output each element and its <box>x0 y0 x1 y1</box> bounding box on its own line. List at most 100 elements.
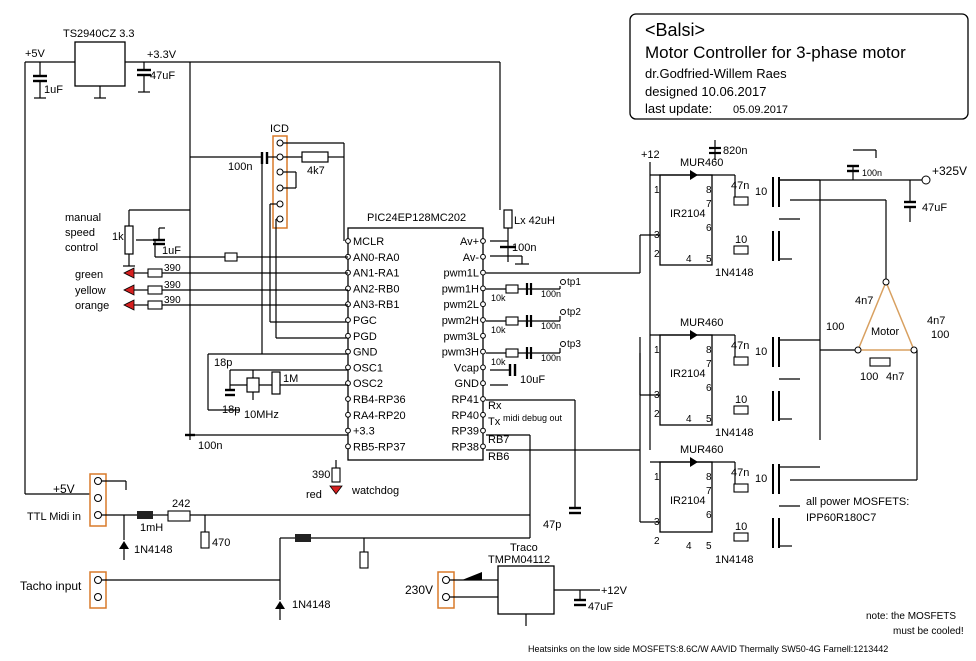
icd-cap-label: 100n <box>228 161 252 173</box>
xtal-c2-label: 18p <box>222 404 240 416</box>
crystal-section: 18p 18p 10MHz 1M 100n <box>185 353 348 452</box>
mcu-right-pin-label: GND <box>455 378 480 390</box>
mcu-left-pin-label: PGC <box>353 315 377 327</box>
mcu-left-pin-label: GND <box>353 347 378 359</box>
av-cap-label: 100n <box>512 242 536 254</box>
traco-label-1: Traco <box>510 542 538 554</box>
gate-resistor <box>733 196 749 206</box>
regulator-ic <box>74 41 126 87</box>
driver-ic-label: IR2104 <box>670 368 705 380</box>
v5-label: +5V <box>25 48 46 60</box>
pwm-resistor <box>505 348 519 358</box>
hv-v325-label: +325V <box>932 164 967 178</box>
driver-pin-number: 8 <box>706 472 712 483</box>
pwm-cap-label: 100n <box>541 289 561 299</box>
traco-cap-label: 47uF <box>588 601 613 613</box>
rb7-label: RB7 <box>488 434 509 446</box>
manual-label-1: manual <box>65 212 101 224</box>
mcu-right-pin-dot <box>480 238 486 244</box>
tacho-diode-label: 1N4148 <box>292 599 331 611</box>
project-title: Motor Controller for 3-phase motor <box>645 43 906 62</box>
motor-symbol <box>856 280 916 351</box>
status-led <box>123 284 135 296</box>
mcu-left-pin-dot <box>345 301 351 308</box>
mcu-left-pin-dot <box>345 364 351 371</box>
mcu-right-pin-dot <box>480 269 486 276</box>
led-resistor <box>147 300 163 310</box>
heatsink-note: Heatsinks on the low side MOSFETS:8.6C/W… <box>528 644 888 654</box>
driver-pin-number: 6 <box>706 383 712 394</box>
watchdog-led-label: red <box>306 489 322 501</box>
mcu-right-pin-label: pwm2L <box>444 299 479 311</box>
mcu-left-pin-label: MCLR <box>353 236 384 248</box>
mcu-right-pin-label: pwm1L <box>444 268 479 280</box>
motor-r1-label: 100 <box>826 321 844 333</box>
status-led <box>123 299 135 311</box>
driver-pin-number: 1 <box>654 472 660 483</box>
manual-label-2: speed <box>65 227 95 239</box>
driver-pin-number: 2 <box>654 536 660 547</box>
mcu-right-pin-dot <box>480 443 486 450</box>
driver-pin-number: 7 <box>706 486 712 497</box>
icd-label: ICD <box>270 123 289 135</box>
led-yellow-res: 390 <box>164 280 181 291</box>
vcap-label: 10uF <box>520 374 545 386</box>
driver-pin-number: 5 <box>706 414 712 425</box>
driver-stages: IR2104MUR46047n10101N414818763245IR2104M… <box>639 140 821 566</box>
manual-control: manual speed control 1k 1uF green yellow… <box>65 209 348 312</box>
traco-module <box>497 565 555 615</box>
mcu-left-pin-dot <box>345 238 351 244</box>
v33-label: +3.3V <box>147 49 177 61</box>
driver-ic <box>659 461 713 533</box>
cooling-note-2: must be cooled! <box>893 626 964 637</box>
cooling-note-1: note: the MOSFETS <box>866 611 956 622</box>
mcu-left-pin-label: OSC1 <box>353 362 383 374</box>
midi-diode-label: 1N4148 <box>134 544 173 556</box>
pwm-cap-label: 100n <box>541 353 561 363</box>
mcu-right-pins: Av+Av-pwm1Lpwm1Hpwm2Lpwm2Hpwm3Lpwm3HVcap… <box>442 236 486 453</box>
mcu-right-pin-dot <box>480 411 486 418</box>
driver-bootcap-label: 47n <box>731 467 749 479</box>
gate-res-label: 10 <box>755 473 767 485</box>
driver-diode2-label: 1N4148 <box>715 267 754 279</box>
midi-debug-label: midi debug out <box>503 413 563 423</box>
led-yellow-label: yellow <box>75 285 106 297</box>
mcu-left-pin-label: PGD <box>353 331 377 343</box>
project-updated-label: last update: <box>645 101 712 116</box>
status-led <box>123 267 135 279</box>
mcu-right-pin-dot <box>480 317 486 323</box>
mcu-right-pin-label: pwm1H <box>442 283 479 295</box>
mcu-left-pin-dot <box>345 427 351 434</box>
project-name: <Balsi> <box>645 20 705 40</box>
mcu-right-pin-label: RP41 <box>451 394 479 406</box>
icd-connector <box>272 135 288 229</box>
mcu-left-pin-label: OSC2 <box>353 378 383 390</box>
mcu-left-pin-dot <box>345 396 351 402</box>
mcu-right-pin-dot <box>480 301 486 308</box>
traco-v12-label: +12V <box>601 585 628 597</box>
mcu-left-pin-dot <box>345 443 351 450</box>
mains-connector <box>437 571 455 609</box>
pwm-resistor <box>505 316 519 326</box>
mosfet-note-1: all power MOSFETS: <box>806 496 909 508</box>
pwm-cap-label: 100n <box>541 321 561 331</box>
regulator-section: TS2940CZ 3.3 +5V +3.3V 1uF 47uF <box>24 28 501 495</box>
gate-resistor <box>733 356 749 366</box>
test-point-label: tp1 <box>567 277 581 288</box>
rb6-label: RB6 <box>488 451 509 463</box>
tacho-connector <box>89 571 107 609</box>
driver-pin-number: 5 <box>706 254 712 265</box>
test-point-label: tp2 <box>567 307 581 318</box>
motor-c2-label: 4n7 <box>927 315 945 327</box>
title-block: <Balsi> Motor Controller for 3-phase mot… <box>629 13 969 120</box>
midi-inductor <box>137 511 153 519</box>
pwm-res-label: 10k <box>491 325 506 335</box>
mcu-left-pin-label: +3.3 <box>353 426 375 438</box>
driver-pin-number: 2 <box>654 409 660 420</box>
test-point <box>560 341 566 347</box>
project-designed: designed 10.06.2017 <box>645 84 766 99</box>
mcu-right-pin-dot <box>480 348 486 355</box>
mcu-right-pin-dot <box>480 396 486 402</box>
